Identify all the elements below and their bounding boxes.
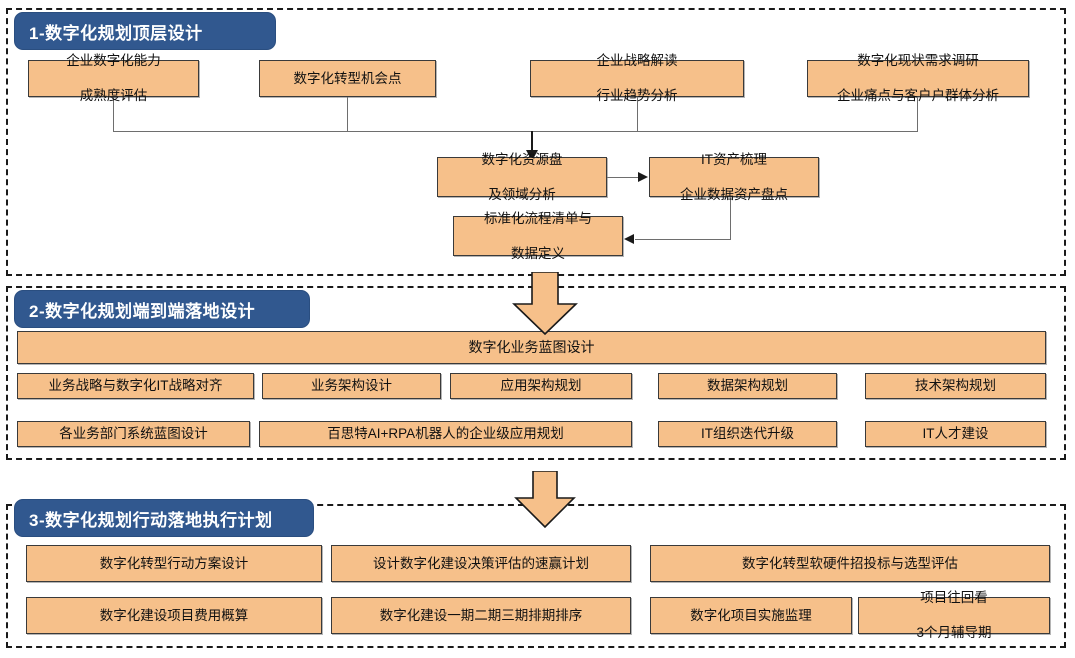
section-1-header: 1-数字化规划顶层设计 [14, 12, 276, 50]
box-hardware-software-bidding-selection[interactable]: 数字化转型软硬件招投标与选型评估 [650, 545, 1050, 582]
box-business-strategy-it-alignment[interactable]: 业务战略与数字化IT战略对齐 [17, 373, 254, 399]
block-arrow-section1-to-section2 [512, 272, 578, 336]
box-line-2: 数据定义 [511, 245, 565, 261]
box-project-implementation-supervision[interactable]: 数字化项目实施监理 [650, 597, 852, 634]
box-line-1: 数字化转型软硬件招投标与选型评估 [742, 555, 958, 571]
box-ai-rpa-enterprise-application-planning[interactable]: 百思特AI+RPA机器人的企业级应用规划 [259, 421, 632, 447]
connector-v-box2 [347, 97, 348, 131]
box-department-system-blueprint-design[interactable]: 各业务部门系统蓝图设计 [17, 421, 250, 447]
arrow-down-to-resource-box [526, 150, 538, 161]
box-line-1: IT组织迭代升级 [701, 426, 794, 442]
box-technology-architecture-planning[interactable]: 技术架构规划 [865, 373, 1046, 399]
box-line-1: 数字化现状需求调研 [857, 53, 979, 69]
box-line-1: 项目往回看 [920, 590, 988, 606]
box-line-1: 数字化业务蓝图设计 [468, 338, 595, 355]
box-phase-scheduling[interactable]: 数字化建设一期二期三期排期排序 [331, 597, 631, 634]
box-line-1: 数字化资源盘 [481, 151, 563, 167]
box-line-2: 3个月辅导期 [916, 625, 992, 641]
box-data-architecture-planning[interactable]: 数据架构规划 [658, 373, 837, 399]
box-line-1: IT人才建设 [922, 426, 989, 442]
box-business-architecture-design[interactable]: 业务架构设计 [262, 373, 441, 399]
box-it-talent-development[interactable]: IT人才建设 [865, 421, 1046, 447]
box-line-1: 各业务部门系统蓝图设计 [59, 426, 208, 442]
connector-v-to-resource-box [531, 131, 533, 153]
box-digital-status-demand-research[interactable]: 数字化现状需求调研 企业痛点与客户户群体分析 [807, 53, 1029, 103]
box-it-organization-iterative-upgrade[interactable]: IT组织迭代升级 [658, 421, 837, 447]
box-line-1: 数字化项目实施监理 [690, 607, 812, 623]
box-line-1: 数字化转型行动方案设计 [99, 555, 249, 571]
box-digital-transformation-opportunities[interactable]: 数字化转型机会点 [259, 60, 436, 97]
box-line-1: 业务架构设计 [311, 378, 392, 394]
box-line-1: 数字化转型机会点 [293, 70, 402, 86]
box-line-1: 应用架构规划 [500, 378, 582, 394]
box-line-1: 设计数字化建设决策评估的速赢计划 [373, 555, 589, 571]
box-enterprise-digital-capability-maturity[interactable]: 企业数字化能力 成熟度评估 [28, 53, 199, 103]
box-line-1: 业务战略与数字化IT战略对齐 [48, 378, 223, 394]
box-line-2: 企业数据资产盘点 [680, 186, 788, 202]
box-enterprise-strategy-interpretation[interactable]: 企业战略解读 行业趋势分析 [530, 53, 744, 103]
connector-v-box3 [637, 97, 638, 131]
box-standard-process-list-data-definition[interactable]: 标准化流程清单与 数据定义 [453, 211, 623, 261]
section-3-header: 3-数字化规划行动落地执行计划 [14, 499, 314, 537]
box-line-1: 百思特AI+RPA机器人的企业级应用规划 [327, 426, 564, 442]
connector-v-box1 [113, 97, 114, 131]
box-line-1: IT资产梳理 [701, 151, 767, 167]
box-line-2: 及领域分析 [488, 186, 556, 202]
box-line-1: 技术架构规划 [915, 378, 996, 394]
box-digital-business-blueprint-design[interactable]: 数字化业务蓝图设计 [17, 331, 1046, 364]
box-line-1: 企业战略解读 [596, 53, 678, 69]
connector-v-itasset-down [730, 197, 731, 239]
box-project-retrospective-coaching[interactable]: 项目往回看 3个月辅导期 [858, 590, 1050, 640]
box-line-2: 行业趋势分析 [596, 88, 678, 104]
section-2-header-label: 2-数字化规划端到端落地设计 [29, 301, 256, 321]
box-line-1: 数字化建设一期二期三期排期排序 [379, 607, 583, 623]
box-application-architecture-planning[interactable]: 应用架构规划 [450, 373, 632, 399]
box-digital-resource-inventory[interactable]: 数字化资源盘 及领域分析 [437, 152, 607, 202]
arrow-right-to-itasset [638, 172, 648, 182]
box-it-asset-inventory[interactable]: IT资产梳理 企业数据资产盘点 [649, 152, 819, 202]
section-3-header-label: 3-数字化规划行动落地执行计划 [29, 510, 273, 530]
connector-bus-horizontal [113, 131, 918, 132]
box-line-1: 数字化建设项目费用概算 [99, 607, 249, 623]
arrow-left-to-standard-process [624, 234, 634, 244]
box-line-2: 成熟度评估 [79, 88, 148, 104]
connector-h-to-standard-process [635, 239, 731, 240]
section-1-header-label: 1-数字化规划顶层设计 [29, 23, 203, 43]
box-line-1: 标准化流程清单与 [484, 210, 592, 226]
box-line-2: 企业痛点与客户户群体分析 [837, 88, 999, 104]
box-quick-win-plan-design[interactable]: 设计数字化建设决策评估的速赢计划 [331, 545, 631, 582]
box-project-cost-estimate[interactable]: 数字化建设项目费用概算 [26, 597, 322, 634]
box-line-1: 数据架构规划 [707, 378, 788, 394]
box-digital-transformation-action-plan-design[interactable]: 数字化转型行动方案设计 [26, 545, 322, 582]
connector-resource-to-itasset [607, 177, 639, 178]
section-2-header: 2-数字化规划端到端落地设计 [14, 290, 310, 328]
box-line-1: 企业数字化能力 [66, 53, 161, 69]
connector-v-box4 [917, 97, 918, 131]
block-arrow-section2-to-section3 [514, 471, 576, 529]
